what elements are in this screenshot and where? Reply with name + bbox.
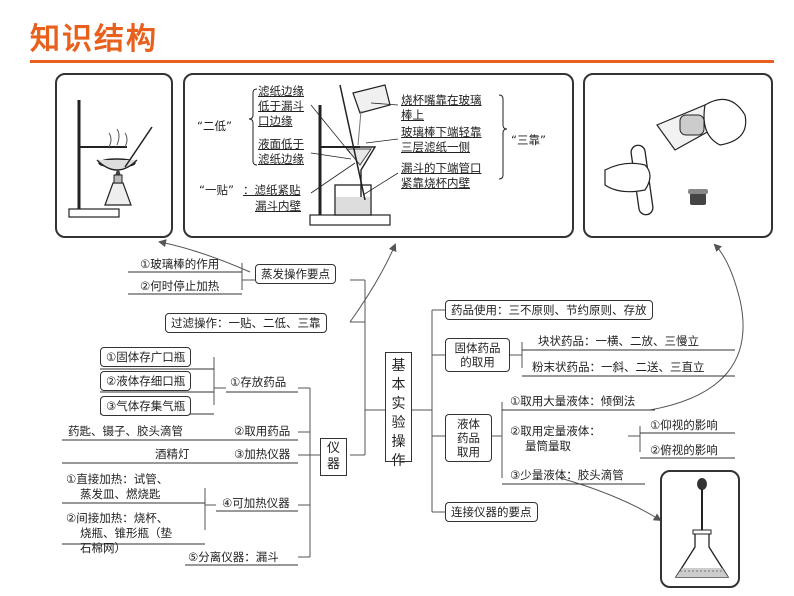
storage-item-solid: ①固体存广口瓶 bbox=[100, 347, 192, 367]
title-underline bbox=[30, 60, 774, 63]
center-node-basic-experiment: 基本实验操作 bbox=[385, 352, 412, 469]
storage-item-liquid: ②液体存细口瓶 bbox=[100, 371, 192, 391]
three-lean-label: “三靠” bbox=[511, 133, 546, 147]
pouring-liquid-illustration bbox=[604, 98, 747, 216]
page-title: 知识结构 bbox=[30, 22, 158, 57]
dropper-flask-illustration bbox=[674, 478, 730, 578]
heatable-label: ④可加热仪器 bbox=[222, 496, 290, 510]
funnel-lean-line-1: 漏斗的下端管口 bbox=[401, 161, 482, 175]
one-stick-line-1: ：滤纸紧贴 bbox=[243, 183, 301, 197]
pouring-liquid-panel bbox=[583, 73, 773, 238]
liquid-quant-line-2: 量筒量取 bbox=[525, 439, 571, 453]
liquid-down-view: ②俯视的影响 bbox=[650, 443, 718, 457]
paper-edge-line-1: 滤纸边缘 bbox=[258, 84, 304, 98]
direct-heat-line-1: ①直接加热：试管、 bbox=[66, 472, 169, 486]
storage-item-gas: ③气体存集气瓶 bbox=[100, 396, 192, 416]
paper-edge-line-2: 低于漏斗 bbox=[258, 99, 304, 113]
two-low-label: “二低” bbox=[197, 119, 232, 133]
beaker-lean-line-1: 烧杯嘴靠在玻璃 bbox=[401, 93, 482, 107]
filtration-illustration bbox=[248, 84, 508, 226]
instruments-node: 仪器 bbox=[320, 438, 347, 476]
solid-block: 块状药品：一横、二放、三慢立 bbox=[538, 334, 699, 348]
solid-powder: 粉末状药品：一斜、二送、三直立 bbox=[532, 360, 705, 374]
connect-node: 连接仪器的要点 bbox=[445, 502, 538, 522]
liquid-level-line-1: 液面低于 bbox=[258, 137, 304, 151]
funnel-lean-line-2: 紧靠烧杯内壁 bbox=[401, 176, 470, 190]
heating-label: ③加热仪器 bbox=[234, 447, 291, 461]
paper-edge-line-3: 口边缘 bbox=[258, 114, 293, 128]
one-stick-label: “一贴” bbox=[199, 183, 234, 197]
liquid-small: ③少量液体：胶头滴管 bbox=[510, 468, 624, 482]
reagent-usage-node: 药品使用：三不原则、节约原则、存放 bbox=[445, 300, 653, 320]
filter-op-node: 过滤操作：一贴、二低、三靠 bbox=[165, 313, 327, 333]
evaporation-item-stop: ②何时停止加热 bbox=[140, 279, 220, 293]
heating-detail: 酒精灯 bbox=[155, 447, 190, 461]
separation-label: ⑤分离仪器：漏斗 bbox=[188, 550, 279, 564]
dropper-flask-panel bbox=[660, 470, 740, 588]
rod-lean-line-1: 玻璃棒下端轻靠 bbox=[401, 125, 482, 139]
solid-reagent-node: 固体药品 的取用 bbox=[445, 338, 510, 372]
evaporation-apparatus-panel bbox=[55, 73, 173, 238]
evaporation-node: 蒸发操作要点 bbox=[255, 264, 336, 284]
indirect-heat-line-2: 烧瓶、锥形瓶（垫 bbox=[80, 526, 172, 540]
filtration-panel: “二低” 滤纸边缘 低于漏斗 口边缘 液面低于 滤纸边缘 “一贴” ：滤纸紧贴 … bbox=[183, 73, 574, 238]
direct-heat-line-2: 蒸发皿、燃烧匙 bbox=[80, 487, 161, 501]
evaporation-apparatus-illustration bbox=[68, 100, 153, 218]
storage-label: ①存放药品 bbox=[230, 375, 287, 389]
liquid-large: ①取用大量液体：倾倒法 bbox=[510, 394, 636, 408]
liquid-reagent-node: 液体 药品 取用 bbox=[445, 414, 492, 462]
rod-lean-line-2: 三层滤纸一侧 bbox=[401, 140, 470, 154]
taking-label: ②取用药品 bbox=[234, 424, 291, 438]
one-stick-line-2: 漏斗内壁 bbox=[255, 199, 301, 213]
liquid-level-line-2: 滤纸边缘 bbox=[258, 152, 304, 166]
beaker-lean-line-2: 棒上 bbox=[401, 108, 424, 122]
evaporation-item-rod: ①玻璃棒的作用 bbox=[140, 257, 220, 271]
indirect-heat-line-1: ②间接加热：烧杯、 bbox=[66, 511, 169, 525]
liquid-quant-line-1: ②取用定量液体： bbox=[510, 424, 601, 438]
liquid-up-view: ①仰视的影响 bbox=[650, 418, 718, 432]
taking-detail: 药匙、镊子、胶头滴管 bbox=[68, 424, 183, 438]
indirect-heat-line-3: 石棉网） bbox=[80, 541, 126, 555]
